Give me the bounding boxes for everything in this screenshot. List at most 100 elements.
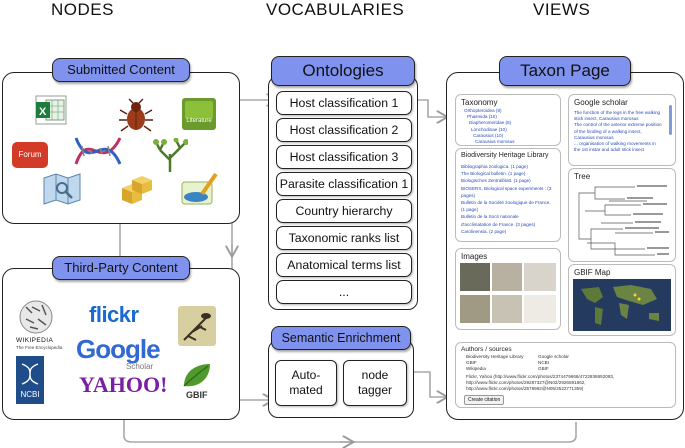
tree-block: Tree (568, 168, 676, 262)
boxes-icon (122, 176, 152, 204)
bhl-line[interactable]: d'acclimatation de France. (3 pages) (461, 221, 536, 227)
scholar-line[interactable]: Carausius morosus (574, 134, 614, 140)
image-thumbnail[interactable] (524, 295, 556, 323)
taxonomy-tree[interactable]: Orthopteroidea (8) Phasmida (10) Diapher… (464, 108, 515, 145)
image-thumbnail[interactable] (524, 263, 556, 291)
node-tagger-box[interactable]: node tagger (343, 360, 407, 406)
vocab-host-classification-1[interactable]: Host classification 1 (276, 91, 412, 115)
tree-icon (153, 138, 188, 172)
tree-title: Tree (574, 172, 591, 181)
sources-list-left: Biodiversity Heritage Library GBIF Wikip… (466, 354, 523, 373)
google-scholar-block: Google scholar The function of the legs … (568, 94, 676, 166)
views-heading: VIEWS (533, 0, 591, 19)
flickr-logo: flickr (89, 302, 139, 327)
phylo-plant-icon (178, 306, 216, 346)
images-title: Images (461, 252, 488, 261)
authors-title: Authors / sources (461, 346, 512, 353)
source-item[interactable]: http://www.flickr.com/photos/29287327@N0… (466, 380, 586, 386)
beetle-icon (119, 98, 153, 132)
scholar-line[interactable]: of the hindleg of a walking insect, (574, 128, 642, 134)
literature-label: Literature (186, 118, 212, 124)
spreadsheet-icon: X (35, 95, 67, 125)
taxon-page-title: Taxon Page (499, 56, 631, 86)
vocab-country-hierarchy[interactable]: Country hierarchy (276, 199, 412, 223)
vocab-more[interactable]: ... (276, 280, 412, 304)
source-item[interactable]: GBIF (538, 366, 549, 372)
create-citation-button[interactable]: Create citation (464, 395, 505, 405)
image-thumbnail[interactable] (460, 263, 490, 291)
bhl-line[interactable]: Bulletin de la Société zoologique de Fra… (461, 200, 551, 206)
images-block: Images (455, 248, 561, 330)
automated-tagging-box[interactable]: Auto- mated (275, 360, 337, 406)
wikipedia-sub-label: The Free Encyclopedia (16, 345, 63, 350)
ontologies-title: Ontologies (271, 56, 415, 86)
authors-sources-block: Authors / sources Biodiversity Heritage … (455, 342, 676, 408)
taxon-line[interactable]: Diapheromeridae (8) (469, 120, 512, 126)
bhl-results[interactable]: Bibliographia zoologica. (1 page) The Bi… (461, 163, 551, 235)
taxon-line[interactable]: Carausius morosus (475, 139, 515, 145)
source-item[interactable]: Google scholar (538, 354, 569, 359)
vocab-host-classification-3[interactable]: Host classification 3 (276, 145, 412, 169)
gbif-label: GBIF (186, 390, 208, 400)
source-item[interactable]: Flickr, Yahoo (http://www.flickr.com/pho… (466, 374, 615, 379)
semantic-enrichment-title: Semantic Enrichment (271, 326, 411, 350)
third-party-title: Third-Party Content (52, 256, 190, 280)
gbif-map-block: GBIF Map (568, 264, 676, 336)
dna-icon (74, 137, 122, 165)
image-edit-icon (181, 172, 218, 205)
vocab-host-classification-2[interactable]: Host classification 2 (276, 118, 412, 142)
bhl-line[interactable]: pages) (461, 192, 476, 198)
scholar-line[interactable]: the 1st instar and adult stick insect (574, 147, 645, 153)
ncbi-helix-icon (21, 363, 39, 385)
world-map-graphic[interactable] (573, 279, 671, 331)
scholar-line[interactable]: The control of the anterior extreme posi… (574, 122, 662, 128)
scholar-line[interactable]: stick insect, Carausius morosus (574, 116, 639, 122)
bhl-line[interactable]: BIOSERX, Biological space experiments : … (461, 185, 552, 191)
source-item[interactable]: NCBI (538, 360, 549, 366)
google-scholar-title: Google scholar (574, 98, 628, 107)
source-item[interactable]: Biodiversity Heritage Library (466, 354, 524, 359)
taxon-line[interactable]: Phasmida (10) (467, 114, 497, 120)
gbif-leaf-icon (183, 364, 210, 387)
node-tagger-label: node tagger (357, 368, 393, 397)
taxonomy-title: Taxonomy (461, 98, 498, 107)
forum-label: Forum (18, 150, 42, 159)
phylogenetic-tree-graphic (578, 185, 669, 256)
taxon-line[interactable]: Carausius (10) (473, 132, 504, 138)
scholar-scrollbar[interactable] (669, 105, 672, 135)
gbif-map-title: GBIF Map (574, 268, 611, 277)
taxon-line[interactable]: Orthopteroidea (8) (464, 108, 502, 113)
vocabularies-heading: VOCABULARIES (266, 0, 405, 19)
yahoo-logo: YAHOO! (79, 372, 168, 397)
bhl-block: Biodiversity Heritage Library Bibliograp… (455, 148, 561, 242)
literature-icon: Literature (182, 98, 216, 130)
bhl-line[interactable]: Carolinensia. (2 page) (461, 228, 507, 234)
scholar-results[interactable]: The function of the legs in the free wal… (574, 110, 662, 153)
source-item[interactable]: GBIF (466, 360, 477, 366)
nodes-heading: NODES (51, 0, 114, 19)
automated-label: Auto- mated (289, 368, 323, 397)
image-thumbnail[interactable] (492, 263, 522, 291)
taxon-line[interactable]: Lonchodinae (10) (471, 126, 507, 132)
ncbi-logo: NCBI (16, 356, 44, 404)
bhl-line[interactable]: The Biological bulletin. (1 page) (461, 171, 526, 177)
bhl-line[interactable]: (1 page) (461, 207, 479, 213)
vocab-taxonomic-ranks[interactable]: Taxonomic ranks list (276, 226, 412, 250)
source-item[interactable]: Wikipedia (466, 366, 486, 372)
forum-icon: Forum (12, 142, 48, 168)
google-logo: Google (76, 334, 161, 364)
map-icon (43, 173, 81, 205)
bhl-line[interactable]: Bulletin de la Socit nationale (461, 214, 519, 220)
bhl-line[interactable]: Bibliographia zoologica. (1 page) (461, 164, 528, 169)
scholar-line[interactable]: The function of the legs in the free wal… (574, 110, 661, 115)
wikipedia-globe-icon (19, 300, 53, 334)
vocab-anatomical-terms[interactable]: Anatomical terms list (276, 253, 412, 277)
vocab-parasite-classification-1[interactable]: Parasite classification 1 (276, 172, 412, 196)
bhl-line[interactable]: Biologisches Zentralblatt. (1 page) (461, 178, 531, 184)
image-thumbnail[interactable] (460, 295, 490, 323)
source-item[interactable]: http://www.flickr.com/photos/2578962@N05… (466, 386, 584, 392)
submitted-content-title: Submitted Content (52, 58, 190, 82)
scholar-line[interactable]: ... organisation of walking movements in (574, 141, 656, 147)
image-thumbnail[interactable] (492, 295, 522, 323)
bhl-title: Biodiversity Heritage Library (461, 152, 549, 159)
